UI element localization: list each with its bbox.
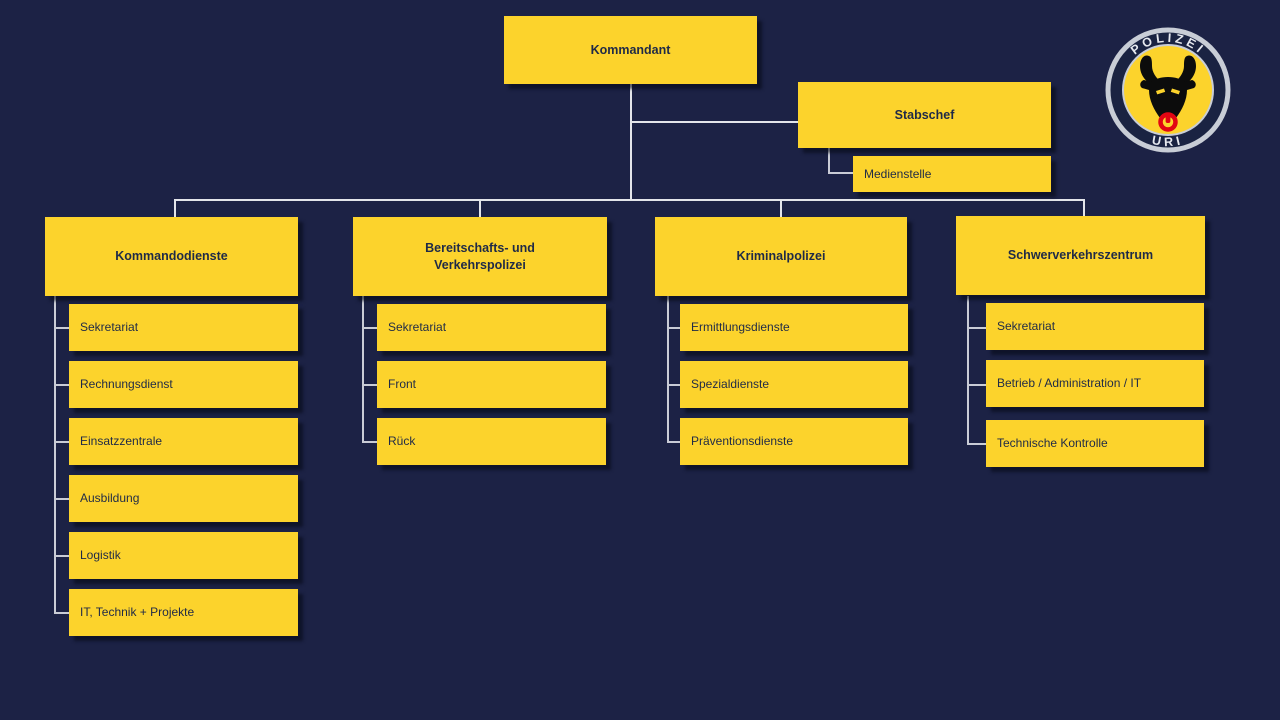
stub-dept3-child1 [667,327,680,329]
stub-dept1-child5 [54,555,69,557]
dept1-child3-label: Einsatzzentrale [80,434,163,449]
dept4-child1-label: Sekretariat [997,319,1056,334]
stub-dept3-child3 [667,441,680,443]
stub-dept3-child2 [667,384,680,386]
node-medienstelle: Medienstelle [853,156,1051,192]
stub-dept1-child3 [54,441,69,443]
node-medienstelle-label: Medienstelle [864,166,932,181]
dept4-child3-label: Technische Kontrolle [997,436,1108,451]
spine-dept3 [667,296,669,443]
stub-dept2-child1 [362,327,377,329]
node-dept2-child: Rück [377,418,606,465]
dept1-child4-label: Ausbildung [80,491,140,506]
node-dept1-child: Rechnungsdienst [69,361,298,408]
uri-bull-icon [1140,55,1196,132]
stub-dept1-child2 [54,384,69,386]
dept2-child1-label: Sekretariat [388,320,447,335]
dept1-label: Kommandodienste [115,249,228,264]
node-kommandant: Kommandant [504,16,757,84]
node-dept3-child: Spezialdienste [680,361,908,408]
node-dept1-child: Ausbildung [69,475,298,522]
spine-dept1 [54,296,56,614]
dept2-label: Bereitschafts- und Verkehrspolizei [425,240,535,272]
node-dept1-child: Sekretariat [69,304,298,351]
connector-drop-dept2 [479,199,481,218]
node-dept2-child: Front [377,361,606,408]
stub-dept4-child3 [967,443,986,445]
dept2-child2-label: Front [388,377,417,392]
dept4-child2-label: Betrieb / Administration / IT [997,376,1142,391]
connector-medienstelle-vertical [828,148,830,174]
node-dept2-child: Sekretariat [377,304,606,351]
stub-dept1-child6 [54,612,69,614]
node-dept-schwerverkehrszentrum: Schwerverkehrszentrum [956,216,1205,295]
stub-dept4-child1 [967,327,986,329]
node-dept1-child: Einsatzzentrale [69,418,298,465]
node-dept1-child: IT, Technik + Projekte [69,589,298,636]
dept1-child6-label: IT, Technik + Projekte [80,605,195,620]
dept2-child3-label: Rück [388,434,416,449]
dept4-label: Schwerverkehrszentrum [1007,248,1154,263]
dept1-child1-label: Sekretariat [80,320,139,335]
dept3-child3-label: Präventionsdienste [691,434,794,449]
node-dept4-child: Technische Kontrolle [986,420,1204,467]
dept3-label: Kriminalpolizei [736,249,826,264]
svg-text:URI: URI [1151,133,1185,149]
connector-drop-dept4 [1083,199,1085,218]
stub-dept1-child1 [54,327,69,329]
dept1-child5-label: Logistik [80,548,121,563]
dept3-child2-label: Spezialdienste [691,377,770,392]
logo-bottom-text: URI [1151,133,1181,149]
node-dept-kommandodienste: Kommandodienste [45,217,298,296]
node-stabschef: Stabschef [798,82,1051,148]
connector-main-rail [174,199,1085,201]
spine-dept4 [967,296,969,444]
node-kommandant-label: Kommandant [590,42,671,57]
connector-medienstelle-horizontal [828,172,853,174]
connector-staff-horizontal [631,121,798,123]
stub-dept4-child2 [967,384,986,386]
node-dept1-child: Logistik [69,532,298,579]
connector-drop-dept3 [780,199,782,218]
node-dept-bereitschaftspolizei: Bereitschafts- und Verkehrspolizei [353,217,607,296]
polizei-uri-badge-icon: POLIZEI URI [1105,27,1231,153]
node-dept3-child: Ermittlungsdienste [680,304,908,351]
stub-dept1-child4 [54,498,69,500]
dept3-child1-label: Ermittlungsdienste [691,320,790,335]
node-dept4-child: Betrieb / Administration / IT [986,360,1204,407]
connector-root-vertical [630,84,632,201]
node-dept3-child: Präventionsdienste [680,418,908,465]
node-stabschef-label: Stabschef [894,107,955,122]
connector-drop-dept1 [174,199,176,218]
stub-dept2-child2 [362,384,377,386]
stub-dept2-child3 [362,441,377,443]
node-dept4-child: Sekretariat [986,303,1204,350]
dept1-child2-label: Rechnungsdienst [80,377,173,392]
spine-dept2 [362,296,364,443]
node-dept-kriminalpolizei: Kriminalpolizei [655,217,907,296]
polizei-uri-logo: POLIZEI URI [1104,26,1232,154]
